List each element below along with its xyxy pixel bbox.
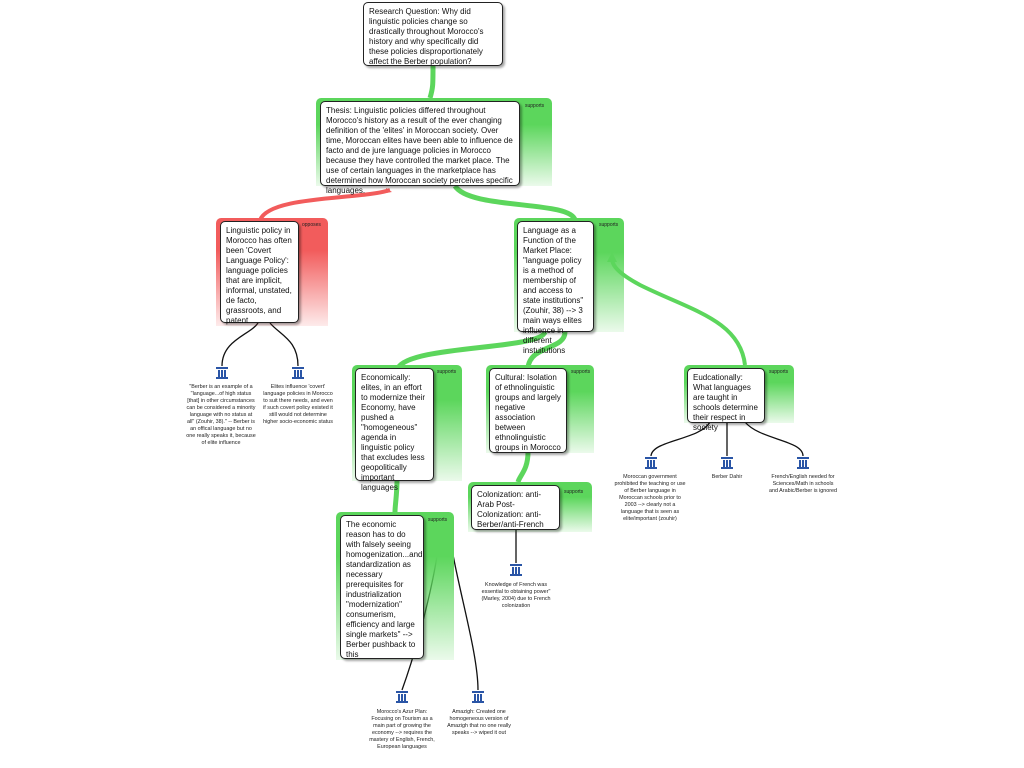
market-text: Language as a Function of the Market Pla…: [523, 226, 584, 355]
colonization-text: Colonization: anti-Arab Post-Colonizatio…: [477, 490, 544, 529]
link-edu-s5: [744, 421, 804, 457]
covert-tag: opposes: [302, 222, 321, 228]
source-text-7: Morocco's Azur Plan: Focusing on Tourism…: [369, 709, 435, 750]
link-cultural-colonization: [515, 451, 531, 483]
educational-text: Eudcationally: What languages are taught…: [693, 373, 758, 432]
research-question-text: Research Question: Why did linguistic po…: [369, 7, 484, 66]
link-market-cultural: [525, 331, 568, 369]
econreason-tag: supports: [428, 517, 448, 523]
cultural-node[interactable]: Cultural: Isolation of ethnolinguistic g…: [489, 368, 567, 453]
source-text-1: "Berber is an example of a "language...o…: [186, 384, 256, 446]
thesis-node[interactable]: Thesis: Linguistic policies differed thr…: [320, 101, 520, 195]
source-text-5: French/English needed for Sciences/Math …: [768, 474, 838, 494]
link-edu-s3: [650, 421, 711, 457]
pillar-icon[interactable]: [644, 456, 658, 470]
educational-tag: supports: [769, 369, 789, 375]
cultural-tag: supports: [571, 369, 591, 375]
link-thesis-covert-arrow: [386, 188, 392, 193]
covert-text: Linguistic policy in Morocco has often b…: [226, 226, 292, 325]
link-market-economic: [395, 330, 548, 370]
economic-text: Economically: elites, in an effort to mo…: [361, 373, 426, 492]
link-thesis-market: [452, 184, 578, 222]
colonization-node[interactable]: Colonization: anti-Arab Post-Colonizatio…: [471, 485, 560, 530]
pillar-icon[interactable]: [720, 456, 734, 470]
pillar-icon[interactable]: [471, 690, 485, 704]
econreason-text: The economic reason has to do with false…: [346, 520, 423, 659]
link-educational-market: [610, 257, 747, 366]
thesis-tag: supports: [525, 103, 545, 109]
economic-tag: supports: [437, 369, 457, 375]
link-economic-econreason: [392, 479, 400, 513]
source-text-3: Moroccan government prohibited the teach…: [614, 474, 686, 522]
research-question-node[interactable]: Research Question: Why did linguistic po…: [363, 2, 503, 66]
link-rq-thesis: [427, 65, 436, 99]
educational-node[interactable]: Eudcationally: What languages are taught…: [687, 368, 765, 432]
source-text-2: Elites influence 'covert' language polic…: [263, 384, 333, 425]
econreason-node[interactable]: The economic reason has to do with false…: [340, 515, 424, 659]
source-text-6: Knowledge of French was essential to obt…: [481, 582, 551, 609]
pillar-icon[interactable]: [291, 366, 305, 380]
market-node[interactable]: Language as a Function of the Market Pla…: [517, 221, 594, 355]
economic-node[interactable]: Economically: elites, in an effort to mo…: [355, 368, 434, 492]
market-tag: supports: [599, 222, 619, 228]
link-thesis-covert: [258, 188, 391, 222]
source-text-8: Amazigh: Created one homogeneous version…: [447, 709, 511, 736]
covert-node[interactable]: Linguistic policy in Morocco has often b…: [220, 221, 299, 325]
pillar-icon[interactable]: [796, 456, 810, 470]
source-text-4: Berber Dahir: [711, 474, 743, 480]
pillar-icon[interactable]: [215, 366, 229, 380]
cultural-text: Cultural: Isolation of ethnolinguistic g…: [495, 373, 561, 452]
pillar-icon[interactable]: [509, 563, 523, 577]
colonization-tag: supports: [564, 489, 584, 495]
thesis-text: Thesis: Linguistic policies differed thr…: [326, 106, 513, 195]
link-covert-s2: [269, 322, 299, 367]
pillar-icon[interactable]: [395, 690, 409, 704]
link-covert-s1: [221, 322, 259, 367]
